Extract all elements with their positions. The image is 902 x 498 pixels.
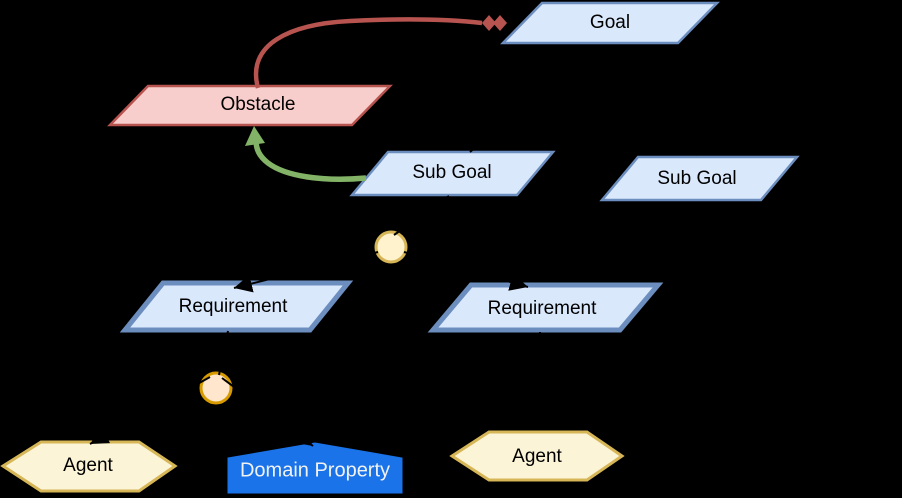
refinement-connector — [469, 47, 588, 153]
refinement-connector — [233, 251, 379, 293]
refinement-connectors — [89, 47, 698, 447]
obstacle-shape — [107, 84, 393, 127]
sub-goal-2-shape — [599, 155, 800, 202]
refinement-connector — [528, 331, 549, 431]
refinement-connector — [393, 195, 450, 236]
refinement-connector — [403, 251, 529, 291]
obstruction-edge — [253, 15, 507, 89]
resolution-arrowhead — [245, 126, 265, 146]
refinement-node-1-circle — [374, 230, 408, 264]
domain-property-shape — [227, 442, 403, 494]
refinement-connector — [89, 376, 211, 445]
obstruction-diamond-marker — [482, 15, 496, 31]
goal-shape — [500, 1, 720, 45]
obstruction-curve — [253, 17, 483, 89]
refinement-node-2-circle — [199, 371, 233, 405]
refinement-connector — [215, 330, 234, 376]
refinement-connector — [221, 377, 314, 447]
resolution-curve — [253, 139, 367, 182]
requirement-2-shape — [427, 282, 664, 333]
resolution-edge — [245, 126, 367, 182]
agent-2-shape — [449, 430, 625, 482]
refinement-connector — [589, 48, 698, 156]
agent-1-shape — [0, 440, 178, 493]
obstruction-diamond-marker — [493, 15, 507, 31]
sub-goal-1-shape — [349, 150, 556, 197]
requirement-1-shape — [119, 280, 354, 333]
